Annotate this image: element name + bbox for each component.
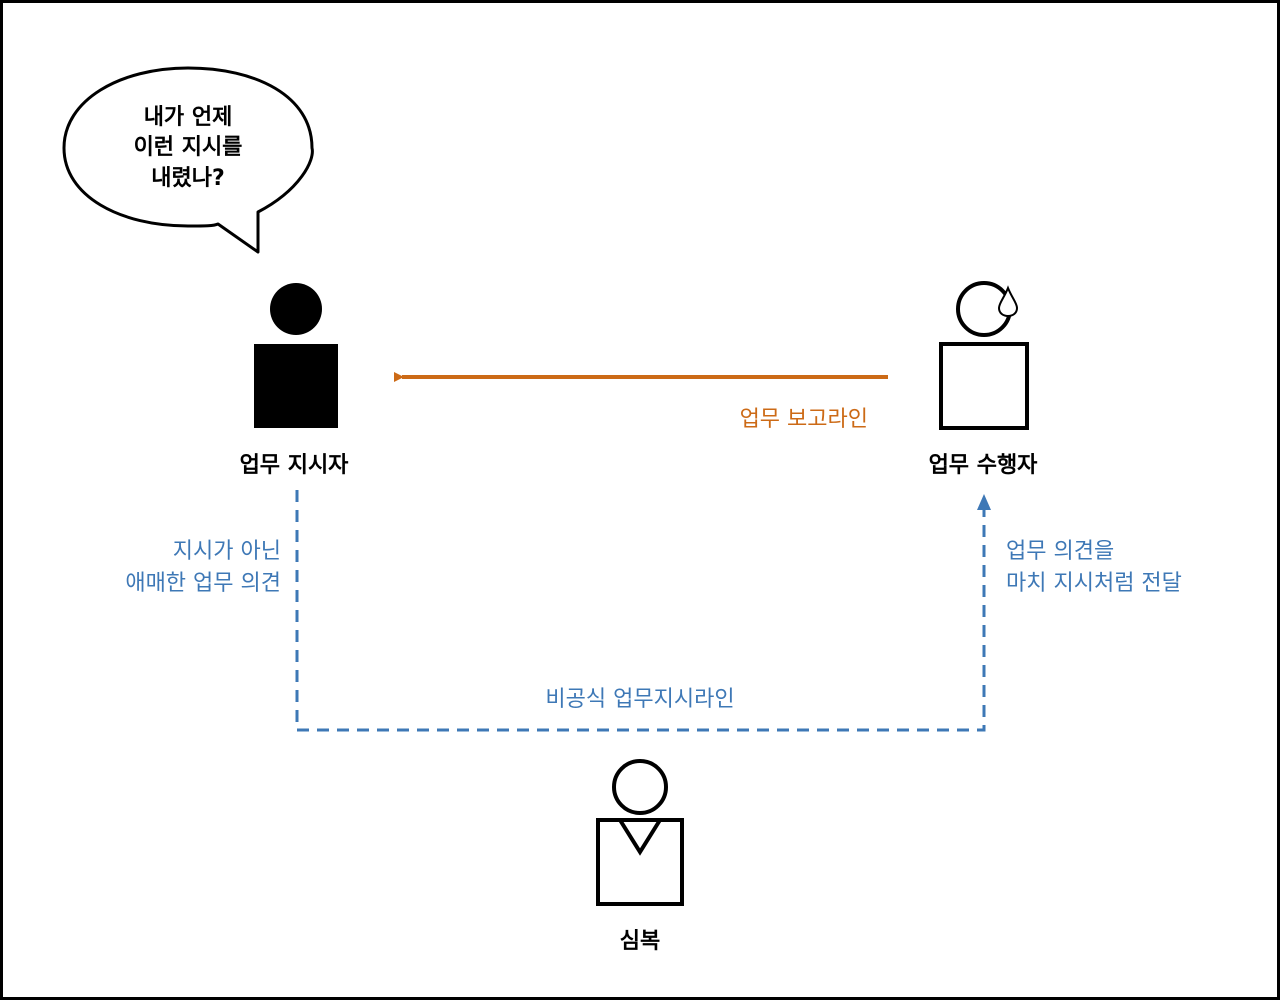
performer-label: 업무 수행자 bbox=[929, 453, 1039, 478]
speech-bubble-line-3: 내렸나? bbox=[151, 166, 224, 191]
performer-body bbox=[939, 342, 1029, 430]
instructor-body bbox=[254, 344, 338, 428]
informal-line-arrowhead bbox=[977, 494, 991, 510]
instructor-figure bbox=[254, 283, 338, 428]
right-note-line-2: 마치 지시처럼 전달 bbox=[1006, 571, 1182, 596]
performer-figure bbox=[939, 281, 1029, 430]
left-note-line-2: 애매한 업무 의견 bbox=[125, 571, 281, 596]
report-line-label: 업무 보고라인 bbox=[740, 407, 868, 432]
instructor-label: 업무 지시자 bbox=[240, 453, 350, 478]
confidant-head bbox=[612, 759, 668, 815]
informal-line-label: 비공식 업무지시라인 bbox=[545, 687, 734, 712]
right-note-line-1: 업무 의견을 bbox=[1006, 539, 1114, 564]
confidant-figure bbox=[596, 759, 684, 906]
instructor-head bbox=[270, 283, 322, 335]
confidant-label: 심복 bbox=[620, 929, 660, 954]
informal-line bbox=[295, 490, 991, 732]
speech-bubble-line-2: 이런 지시를 bbox=[134, 135, 243, 160]
sweat-drop-icon bbox=[997, 285, 1019, 318]
confidant-collar bbox=[618, 818, 662, 856]
speech-bubble: 내가 언제 이런 지시를 내렸나? bbox=[62, 66, 314, 254]
confidant-body bbox=[596, 818, 684, 906]
speech-bubble-line-1: 내가 언제 bbox=[144, 105, 233, 130]
left-note-line-1: 지시가 아닌 bbox=[173, 539, 281, 564]
